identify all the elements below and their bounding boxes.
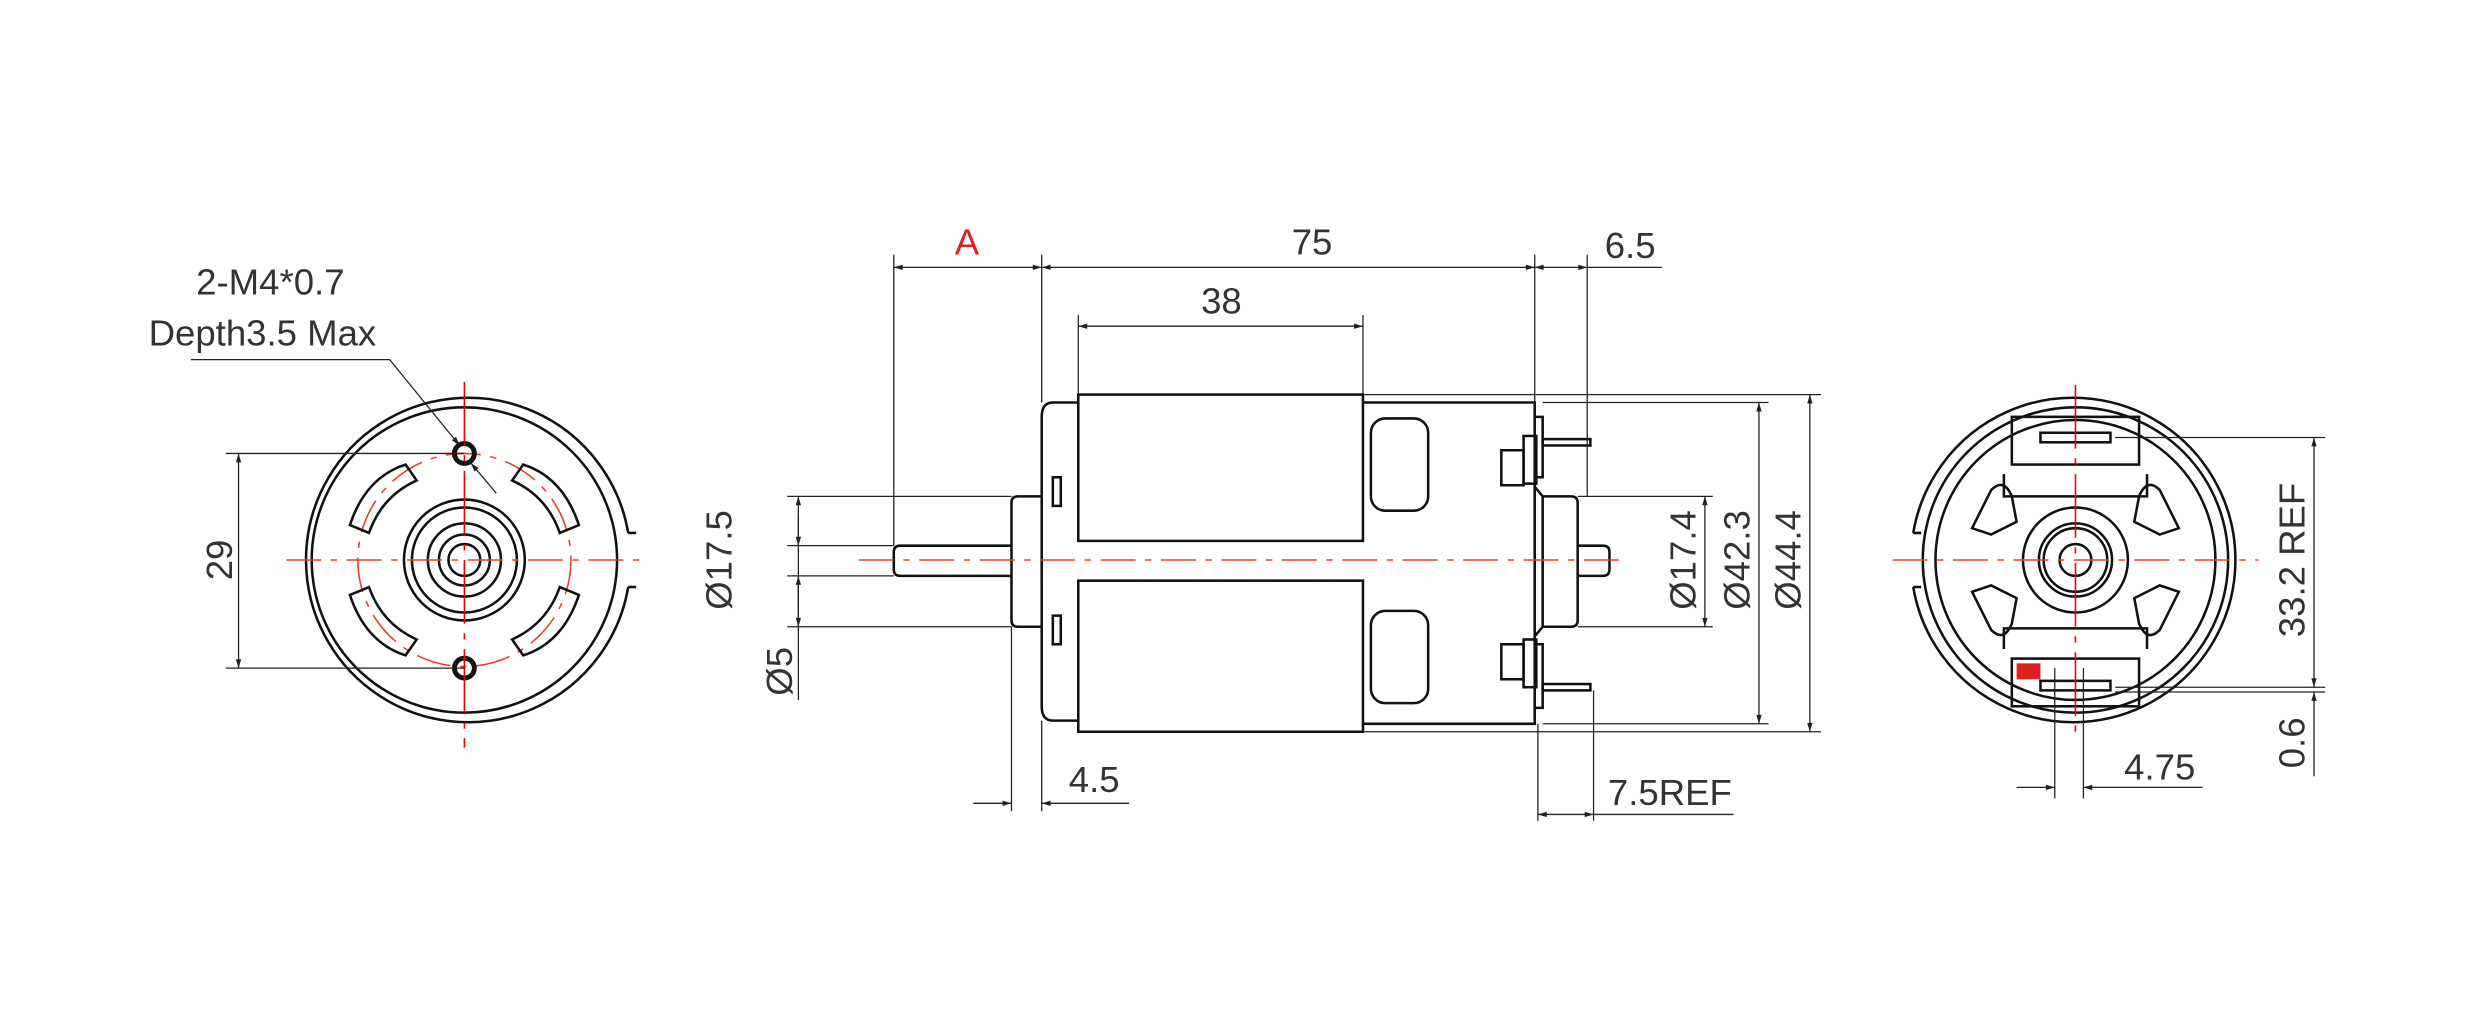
vent-slots (348, 463, 581, 657)
stator-can-bottom (1077, 579, 1365, 734)
dim-17-5-label: Ø17.5 (699, 510, 740, 610)
front-boss (1010, 495, 1042, 629)
stator-can-top (1077, 393, 1365, 543)
terminals (1500, 434, 1592, 692)
rear-end-view: 33.2 REF 0.6 4.75 (1892, 385, 2326, 799)
vent-windows (1970, 483, 2181, 637)
dim-0-6-label: 0.6 (2271, 717, 2312, 768)
dim-7-5ref-label: 7.5REF (1608, 772, 1732, 813)
dim-5-label: Ø5 (759, 647, 800, 696)
dim-A-label: A (955, 222, 980, 263)
end-cap (1533, 415, 1544, 710)
dim-44-4-label: Ø44.4 (1767, 510, 1808, 610)
dim-4-75-label: 4.75 (2124, 746, 2195, 787)
extension-lines (787, 254, 1821, 821)
rear-boss (1542, 495, 1579, 629)
highlight-marker (2016, 663, 2041, 680)
dim-17-4-label: Ø17.4 (1662, 510, 1703, 610)
dim-4-5-label: 4.5 (1069, 759, 1120, 800)
window-bottom (1369, 609, 1430, 705)
dim-29-label: 29 (199, 540, 240, 581)
front-flange (1040, 401, 1079, 722)
thread-note-line1: 2-M4*0.7 (196, 261, 344, 302)
side-view: A 75 6.5 38 Ø17.5 Ø5 4.5 7.5REF Ø17.4 Ø4… (699, 222, 1821, 821)
dim-33-2ref-label: 33.2 REF (2271, 483, 2312, 637)
thread-leader (190, 358, 461, 446)
thread-note-line2: Depth3.5 Max (149, 312, 377, 353)
outer-rim (1911, 396, 2237, 724)
rear-housing (1362, 401, 1536, 726)
dim-38-label: 38 (1201, 280, 1242, 321)
dim-6-5-label: 6.5 (1605, 225, 1656, 266)
dim-75-label: 75 (1292, 222, 1333, 263)
window-top (1369, 417, 1430, 512)
front-end-view: 29 2-M4*0.7 Depth3.5 Max (149, 261, 649, 748)
dim-42-3-label: Ø42.3 (1716, 510, 1757, 610)
